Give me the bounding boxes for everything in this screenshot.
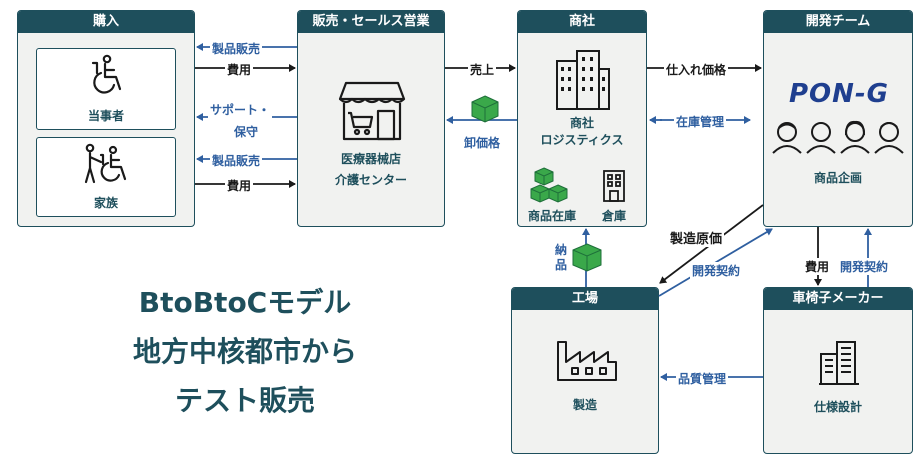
flow-fee-3: 費用 [803,258,832,275]
store-label-1: 医療器械店 [340,152,401,166]
store-icon [338,81,406,141]
flow-support-1: サポート・ [208,101,273,118]
party-card: 当事者 [36,48,176,130]
package-icon-wholesale [471,95,499,123]
office-building-icon [819,341,859,385]
store-label-2: 介護センター [334,173,407,187]
headline-3: テスト販売 [174,384,315,417]
dev-title: 開発チーム [764,11,912,33]
family-label: 家族 [93,196,118,210]
flow-dev-contract-1: 開発契約 [690,262,743,279]
purchase-box: 購入 当事者 家族 [17,10,195,227]
team-people-icon [772,120,904,154]
warehouse-label: 倉庫 [601,209,626,223]
trading-box: 商社 商社 ロジスティクス [517,10,647,227]
headline-2: 地方中核都市から [132,335,357,368]
maker-title: 車椅子メーカー [764,288,912,310]
flow-mfg-cost: 製造原価 [668,228,725,247]
wheelchair-icon [91,54,122,94]
dev-box: 開発チーム PON-G 商品企画 [763,10,913,227]
sales-box: 販売・セールス営業 医療器械店 介護センター [297,10,445,227]
purchase-title: 購入 [18,11,194,33]
sales-title: 販売・セールス営業 [298,11,444,33]
flow-sales-revenue: 売上 [468,61,497,78]
flow-dev-contract-2: 開発契約 [838,258,891,275]
maker-box: 車椅子メーカー 仕様設計 [763,287,913,454]
factory-title: 工場 [512,288,658,310]
trading-label-2: ロジスティクス [540,133,624,147]
flow-purchase-price: 仕入れ価格 [664,61,729,78]
stock-label: 商品在庫 [527,209,576,223]
planning-label: 商品企画 [813,171,862,185]
flow-delivery: 納品 [553,243,571,273]
party-label: 当事者 [87,109,124,123]
family-card: 家族 [36,137,176,217]
pon-g-logo: PON-G [788,79,890,109]
building-icon [556,50,610,110]
flow-sale-2: 製品販売 [210,152,263,169]
headline-1: BtoBtoCモデル [138,286,352,319]
warehouse-icon [603,170,625,202]
flow-support-2: 保守 [232,123,261,140]
trading-title: 商社 [518,11,646,33]
flow-sale-1: 製品販売 [210,40,263,57]
manufacture-label: 製造 [572,398,597,412]
trading-label-1: 商社 [569,116,594,130]
stock-boxes-icon [530,167,568,203]
flow-wholesale: 卸価格 [462,134,503,151]
family-wheelchair-icon [84,143,127,184]
flow-fee-1: 費用 [225,61,254,78]
factory-icon [557,341,617,381]
factory-box: 工場 製造 [511,287,659,454]
package-icon-delivery [572,243,602,272]
flow-fee-2: 費用 [225,177,254,194]
flow-inventory: 在庫管理 [674,113,727,130]
design-label: 仕様設計 [813,400,862,414]
flow-quality: 品質管理 [676,370,729,387]
